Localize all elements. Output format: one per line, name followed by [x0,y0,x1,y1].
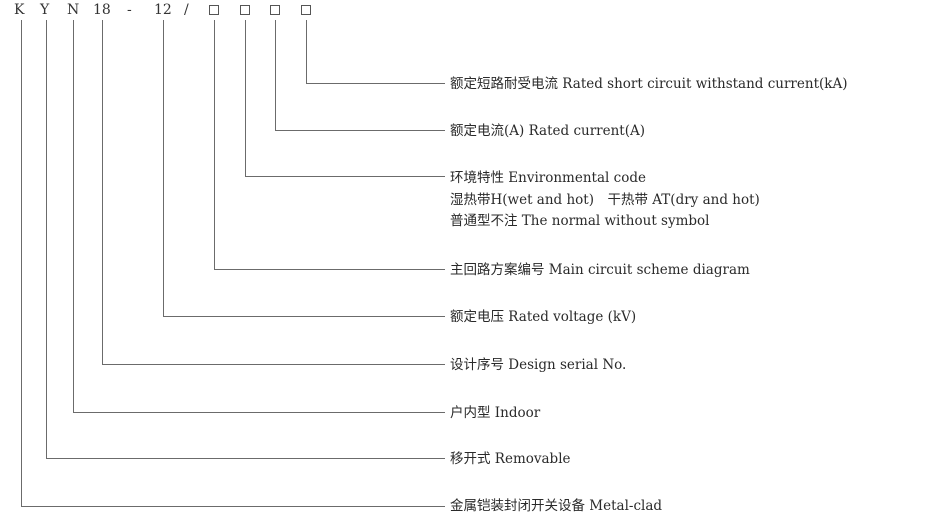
connector-h-design-serial [102,364,445,365]
label-rated-voltage: 额定电压 Rated voltage (kV) [450,309,637,325]
label-environmental-note-1: 湿热带H(wet and hot) 干热带 AT(dry and hot) [450,192,760,208]
connector-h-indoor [73,412,445,413]
connector-v-indoor [73,20,74,413]
connector-h-short-circuit [306,83,445,84]
code-12: 12 [154,2,172,18]
connector-h-rated-voltage [163,316,445,317]
connector-v-removable [46,20,47,459]
label-short-circuit-current: 额定短路耐受电流 Rated short circuit withstand c… [450,76,848,92]
connector-h-rated-current [275,130,445,131]
label-environmental-code: 环境特性 Environmental code [450,170,646,186]
code-dash: - [127,2,132,18]
label-environmental-note-2: 普通型不注 The normal without symbol [450,213,710,229]
connector-v-design-serial [102,20,103,365]
placeholder-box-2 [240,5,250,15]
connector-h-removable [46,458,445,459]
placeholder-box-3 [270,5,280,15]
label-main-circuit-scheme: 主回路方案编号 Main circuit scheme diagram [450,262,750,278]
connector-v-rated-voltage [163,20,164,317]
label-design-serial: 设计序号 Design serial No. [450,357,627,373]
placeholder-box-4 [301,5,311,15]
connector-h-environmental [245,176,445,177]
label-removable: 移开式 Removable [450,451,571,467]
connector-v-main-circuit [214,20,215,270]
label-metal-clad: 金属铠装封闭开关设备 Metal-clad [450,498,663,514]
connector-h-metal-clad [21,506,445,507]
code-slash: / [184,2,189,18]
label-rated-current: 额定电流(A) Rated current(A) [450,123,645,139]
connector-v-short-circuit [306,20,307,84]
label-indoor: 户内型 Indoor [450,405,541,421]
connector-h-main-circuit [214,269,445,270]
connector-v-rated-current [275,20,276,131]
code-n: N [67,2,80,18]
placeholder-box-1 [209,5,219,15]
connector-v-environmental [245,20,246,177]
code-k: K [14,2,25,18]
code-18: 18 [93,2,111,18]
code-y: Y [40,2,50,18]
connector-v-metal-clad [21,20,22,507]
